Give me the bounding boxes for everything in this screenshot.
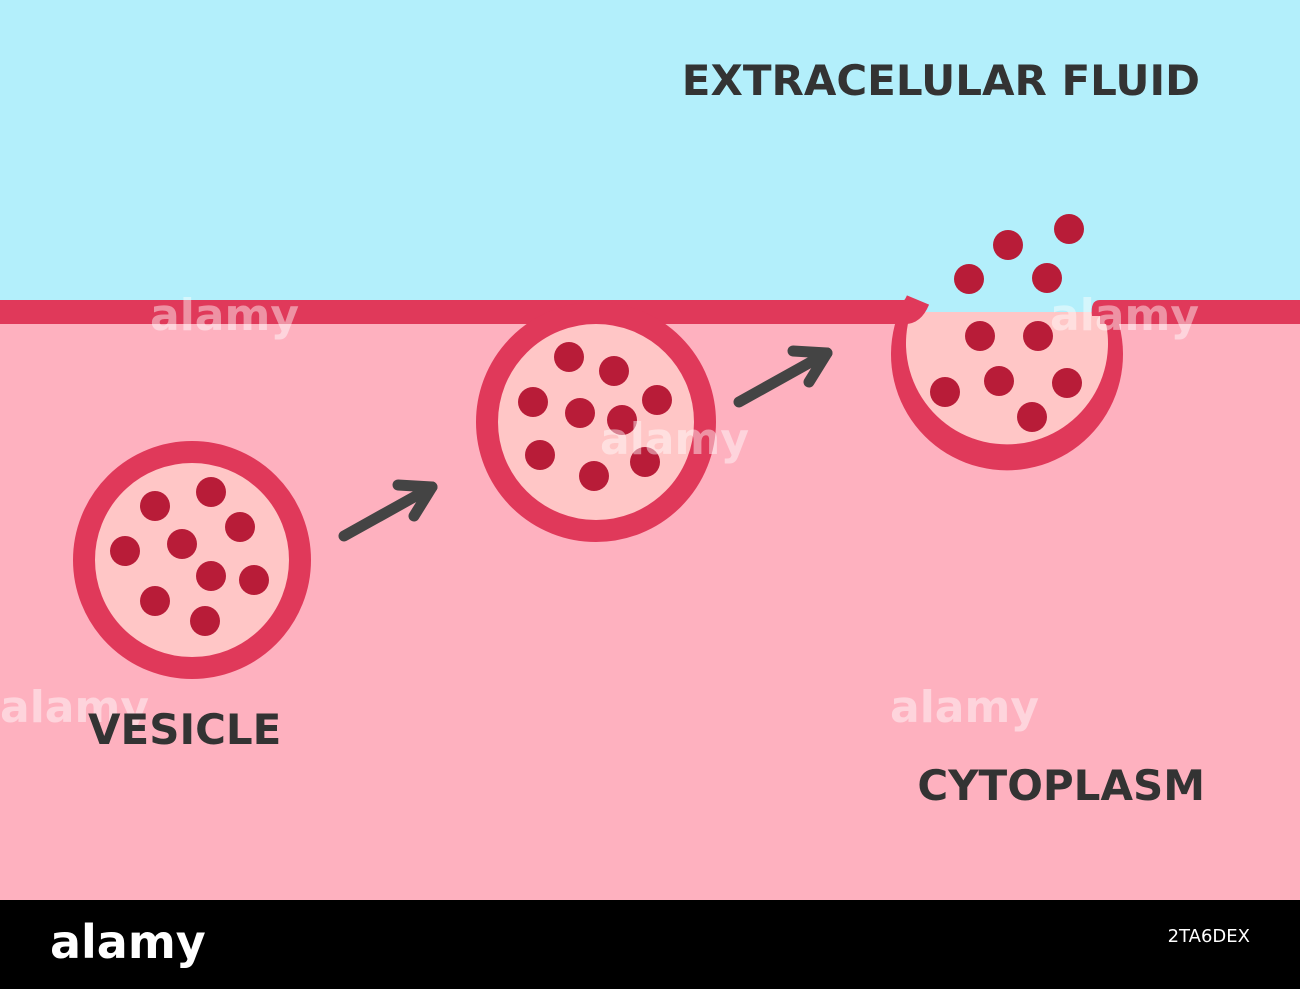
vesicle-1 [73,441,311,679]
molecule-dot [196,477,226,507]
molecule-dot [190,606,220,636]
membrane-fold-left [908,300,922,316]
vesicle-1-membrane [73,441,311,679]
molecule-dot [930,377,960,407]
molecule-dot [565,398,595,428]
molecule-dot [1032,263,1062,293]
footer-image-id: 2TA6DEX [1168,926,1250,947]
plasma-membrane-right-band [1100,300,1300,324]
molecule-dot [1054,214,1084,244]
molecule-dot [954,264,984,294]
molecule-dot [965,321,995,351]
released-molecules [954,214,1084,294]
molecule-dot [1052,368,1082,398]
molecule-dot [554,342,584,372]
molecule-dot [110,536,140,566]
watermark-text: alamy [600,414,749,465]
molecule-dot [525,440,555,470]
watermark-text: alamy [890,682,1039,733]
molecule-dot [607,405,637,435]
arrow-icon [733,345,833,408]
molecule-dot [225,512,255,542]
watermark-text: alamy [150,290,299,341]
footer-bar [0,900,1300,989]
molecule-dot [993,230,1023,260]
watermark-text: alamy [0,682,149,733]
molecule-dot [140,491,170,521]
extracellular-fluid-label: EXTRACELULAR FLUID [682,56,1200,105]
molecule-dot [630,447,660,477]
cytoplasm-label: CYTOPLASM [917,761,1205,810]
plasma-membrane-left-band [0,300,908,324]
vesicle-2 [476,302,716,542]
molecule-dot [1017,402,1047,432]
molecule-dot [140,586,170,616]
stock-watermark: alamy alamy alamy alamy alamy [0,290,1199,733]
molecule-dot [239,565,269,595]
fused-vesicle-contents [930,321,1082,432]
watermark-text: alamy [1050,290,1199,341]
arrow-icon [338,479,438,542]
footer-logo: alamy [50,915,206,969]
vesicle-label: VESICLE [88,705,281,754]
molecule-dot [579,461,609,491]
molecule-dot [518,387,548,417]
molecule-dot [642,385,672,415]
molecule-dot [167,529,197,559]
molecule-dot [1023,321,1053,351]
membrane-fold-right [1091,300,1103,316]
vesicle-2-membrane [476,302,716,542]
molecule-dot [599,356,629,386]
molecule-dot [984,366,1014,396]
extracellular-region [0,0,1300,312]
molecule-dot [196,561,226,591]
